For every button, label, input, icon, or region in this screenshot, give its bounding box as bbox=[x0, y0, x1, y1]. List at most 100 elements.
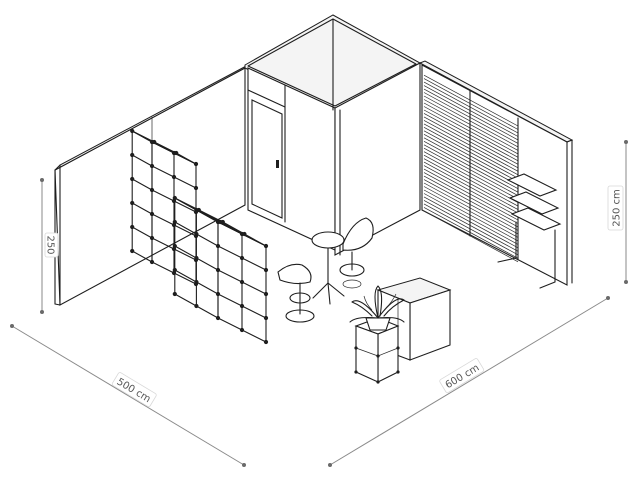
slat-line bbox=[423, 85, 519, 137]
connector-node bbox=[263, 315, 269, 321]
connector-node bbox=[149, 163, 155, 169]
connector-node bbox=[239, 327, 245, 333]
slat-line bbox=[423, 172, 519, 224]
slat-line bbox=[423, 95, 519, 148]
slat-line bbox=[423, 99, 519, 151]
slat-line bbox=[423, 182, 519, 235]
connector-node bbox=[215, 267, 221, 273]
chairs bbox=[277, 217, 374, 323]
connector-node bbox=[130, 128, 135, 134]
connector-node bbox=[172, 195, 177, 201]
slat-line bbox=[423, 189, 519, 242]
connector-node bbox=[263, 339, 269, 345]
shelf-edge bbox=[131, 202, 153, 215]
connector-node bbox=[239, 303, 245, 309]
slat-line bbox=[423, 158, 519, 210]
slat-line bbox=[423, 161, 519, 214]
slat-line bbox=[423, 144, 519, 196]
connector-node bbox=[149, 211, 155, 217]
connector-node bbox=[196, 207, 201, 213]
slat-line bbox=[423, 126, 519, 179]
slat-line bbox=[423, 207, 519, 259]
door-handle-icon bbox=[276, 160, 279, 168]
slat-line bbox=[423, 133, 519, 186]
slat-line bbox=[423, 193, 519, 245]
back-right-wall bbox=[418, 60, 574, 286]
display-plinth bbox=[354, 317, 400, 384]
connector-node bbox=[149, 187, 155, 193]
connector-node bbox=[263, 243, 269, 249]
height-left-label: 250 bbox=[45, 235, 56, 254]
slat-line bbox=[423, 179, 519, 231]
connector-node bbox=[194, 303, 199, 309]
connector-node bbox=[172, 243, 177, 249]
slat-line bbox=[423, 200, 519, 252]
connector-node bbox=[220, 219, 225, 225]
slat-line bbox=[423, 92, 519, 144]
connector-node bbox=[215, 315, 221, 321]
height-right-label: 250 cm bbox=[612, 189, 623, 227]
connector-node bbox=[130, 176, 135, 182]
slat-line bbox=[423, 147, 519, 200]
connector-node bbox=[172, 219, 177, 225]
connector-node bbox=[149, 235, 155, 241]
shelf-edge bbox=[131, 178, 153, 191]
connector-node bbox=[263, 291, 269, 297]
connector-node bbox=[215, 291, 221, 297]
slat-line bbox=[423, 165, 519, 217]
slat-line bbox=[423, 102, 519, 155]
slat-line bbox=[423, 168, 519, 221]
connector-node bbox=[172, 291, 177, 297]
wall-shelves bbox=[497, 173, 562, 289]
connector-node bbox=[130, 224, 135, 230]
slat-line bbox=[423, 116, 519, 169]
connector-node bbox=[242, 231, 247, 237]
slat-line bbox=[423, 210, 519, 263]
connector-node bbox=[130, 152, 135, 158]
connector-node bbox=[193, 185, 199, 191]
dimension-depth-left: 500 cm bbox=[10, 324, 246, 467]
cube-shelf-large bbox=[172, 195, 269, 345]
slat-line bbox=[423, 81, 519, 134]
slat-line bbox=[423, 196, 519, 249]
slat-line bbox=[423, 106, 519, 158]
connector-node bbox=[193, 161, 199, 167]
connector-node bbox=[239, 279, 245, 285]
bar-table bbox=[311, 231, 345, 305]
connector-node bbox=[239, 255, 245, 261]
slat-line bbox=[423, 74, 519, 127]
connector-node bbox=[152, 139, 157, 145]
slat-line bbox=[423, 113, 519, 165]
slat-line bbox=[423, 109, 519, 162]
dimension-height-left: 250 bbox=[40, 178, 59, 314]
connector-node bbox=[194, 279, 199, 285]
potted-plant bbox=[349, 285, 405, 331]
connector-node bbox=[194, 231, 199, 237]
slat-line bbox=[423, 78, 519, 130]
slat-line bbox=[423, 203, 519, 256]
connector-node bbox=[149, 259, 155, 265]
shelf-edge bbox=[131, 154, 153, 167]
connector-node bbox=[130, 248, 135, 254]
slat-line bbox=[423, 123, 519, 176]
shelf-edge bbox=[131, 226, 153, 239]
slat-line bbox=[423, 151, 519, 203]
connector-node bbox=[194, 255, 199, 261]
slat-line bbox=[423, 154, 519, 207]
slat-line bbox=[423, 120, 519, 172]
connector-node bbox=[130, 200, 135, 206]
connector-node bbox=[263, 267, 269, 273]
shelf-edge bbox=[131, 250, 153, 263]
slat-line bbox=[423, 140, 519, 193]
slat-line bbox=[423, 186, 519, 238]
slat-line bbox=[423, 137, 519, 190]
connector-node bbox=[172, 267, 177, 273]
door bbox=[251, 99, 283, 219]
slat-line bbox=[423, 130, 519, 183]
slatwall-panel bbox=[423, 74, 519, 263]
slat-line bbox=[423, 175, 519, 228]
connector-node bbox=[171, 174, 177, 180]
connector-node bbox=[215, 243, 221, 249]
slat-line bbox=[423, 88, 519, 141]
